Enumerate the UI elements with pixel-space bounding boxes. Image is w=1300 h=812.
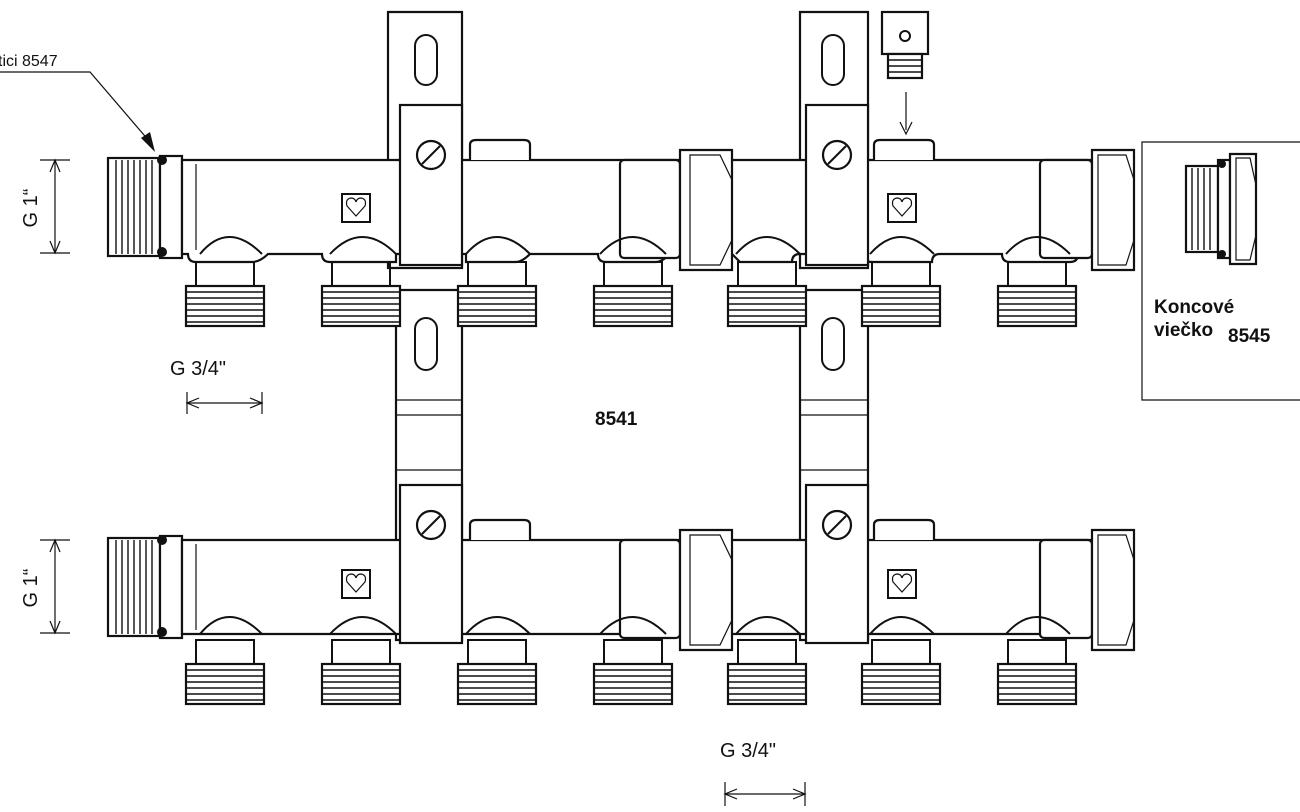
outlet-threads-top [184, 261, 1078, 328]
manifold-top [106, 103, 1136, 328]
center-code: 8541 [595, 409, 638, 430]
dim-branch-top-label: G 3/4" [170, 358, 226, 380]
heart-in-square-icon [341, 193, 371, 223]
manifold-bottom [106, 483, 1136, 706]
dim-bottom-left: G 1“ [20, 538, 70, 635]
dim-top-left-label: G 1“ [20, 189, 42, 228]
callout-8547: tici 8547 [0, 53, 155, 152]
end-cap-label-line1: Koncové [1154, 297, 1234, 318]
dim-bottom-left-label: G 1“ [20, 569, 42, 608]
heart-in-square-icon [341, 569, 371, 599]
end-cap-code: 8545 [1228, 326, 1271, 347]
end-cap-box: Koncové viečko 8545 [1141, 141, 1300, 401]
air-vent-plug-icon [880, 10, 930, 136]
heart-in-square-icon [887, 569, 917, 599]
callout-label: tici 8547 [0, 53, 58, 70]
dim-branch-bottom: G 3/4" [720, 740, 807, 806]
dim-top-left: G 1“ [20, 158, 70, 255]
outlet-threads-bottom [184, 639, 1078, 706]
dim-branch-top: G 3/4" [170, 358, 264, 414]
heart-in-square-icon [887, 193, 917, 223]
dim-branch-bottom-label: G 3/4" [720, 740, 776, 762]
end-cap-label-line2: viečko [1154, 320, 1213, 341]
end-cap-thread [1184, 164, 1220, 254]
